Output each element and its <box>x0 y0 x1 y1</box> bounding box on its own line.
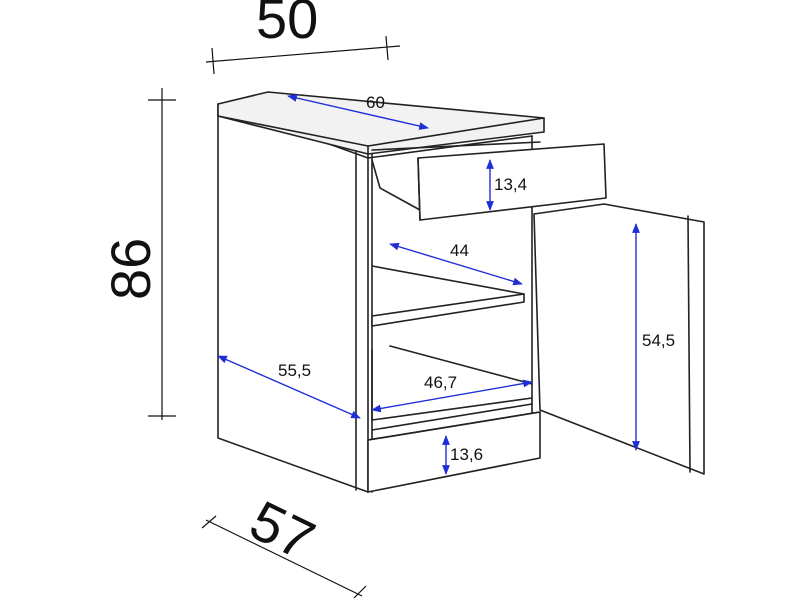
plinth-height-label: 13,6 <box>450 445 483 464</box>
cabinet-body <box>217 91 705 493</box>
drawer-height-label: 13,4 <box>494 175 527 194</box>
overall-height-label: 86 <box>99 238 162 300</box>
shelf-depth-label: 44 <box>450 241 469 260</box>
shelf <box>371 293 525 327</box>
top-depth-label: 60 <box>366 93 385 112</box>
side-depth-label: 55,5 <box>278 361 311 380</box>
inner-dimensions: 60 13,4 44 55,5 46,7 13,6 54,5 <box>217 93 675 475</box>
overall-width-label: 50 <box>256 0 318 50</box>
door-height-label: 54,5 <box>642 331 675 350</box>
bottom-depth-label: 46,7 <box>424 373 457 392</box>
overall-depth-label: 57 <box>241 488 325 572</box>
cabinet-door[interactable] <box>533 203 705 475</box>
left-side-panel <box>217 103 369 493</box>
